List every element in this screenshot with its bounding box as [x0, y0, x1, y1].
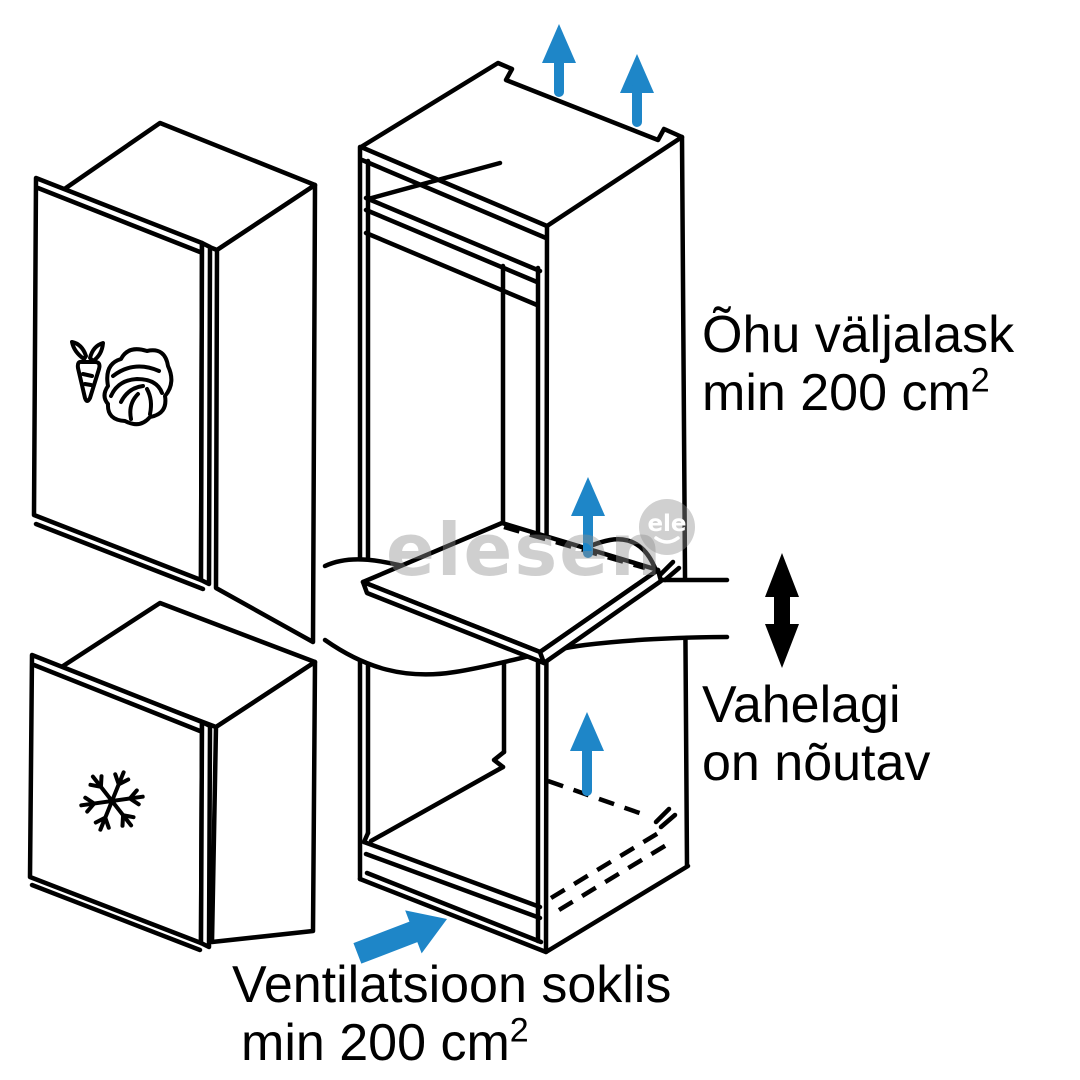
plinth-vent-label: Ventilatsioon soklis min 200 cm2 — [232, 956, 671, 1072]
watermark-text: elesen — [386, 508, 663, 592]
air-outlet-line1: Õhu väljalask — [702, 306, 1015, 364]
air-outlet-line2: min 200 cm2 — [702, 361, 990, 422]
plinth-inlet-arrow-icon — [353, 910, 447, 964]
plinth-vent-line2: min 200 cm2 — [241, 1011, 529, 1072]
freezer-box — [27, 600, 318, 953]
cabinet-niche — [357, 60, 691, 955]
clearance-double-arrow-icon — [765, 553, 799, 668]
cabinet-top-face — [358, 60, 685, 229]
snowflake-icon — [79, 770, 145, 832]
carrot-icon — [70, 340, 105, 403]
watermark-badge-icon — [639, 499, 695, 555]
intermediate-shelf-line2: on nõutav — [702, 734, 931, 792]
cabinet-right-edge — [679, 134, 690, 869]
intermediate-shelf-label: Vahelagi on nõutav — [702, 676, 930, 792]
fridge-box — [31, 120, 318, 645]
watermark-smile-icon — [654, 536, 680, 544]
watermark: elesen ele — [386, 499, 695, 592]
exhaust-arrow-left-icon — [542, 24, 576, 97]
hidden-edges — [503, 524, 682, 912]
airflow-arrows — [353, 24, 654, 964]
watermark-badge-text: ele — [647, 511, 686, 537]
exhaust-arrow-right-icon — [620, 54, 654, 127]
lower-compartment-arrow-icon — [570, 712, 604, 796]
intermediate-shelf-line1: Vahelagi — [702, 676, 901, 734]
cabinet-bottom-right-edge — [543, 863, 691, 955]
cabbage-icon — [102, 347, 174, 427]
upper-compartment-arrow-icon — [571, 477, 605, 558]
air-outlet-label: Õhu väljalask min 200 cm2 — [702, 306, 1014, 422]
plinth-vent-line1: Ventilatsioon soklis — [232, 956, 672, 1014]
